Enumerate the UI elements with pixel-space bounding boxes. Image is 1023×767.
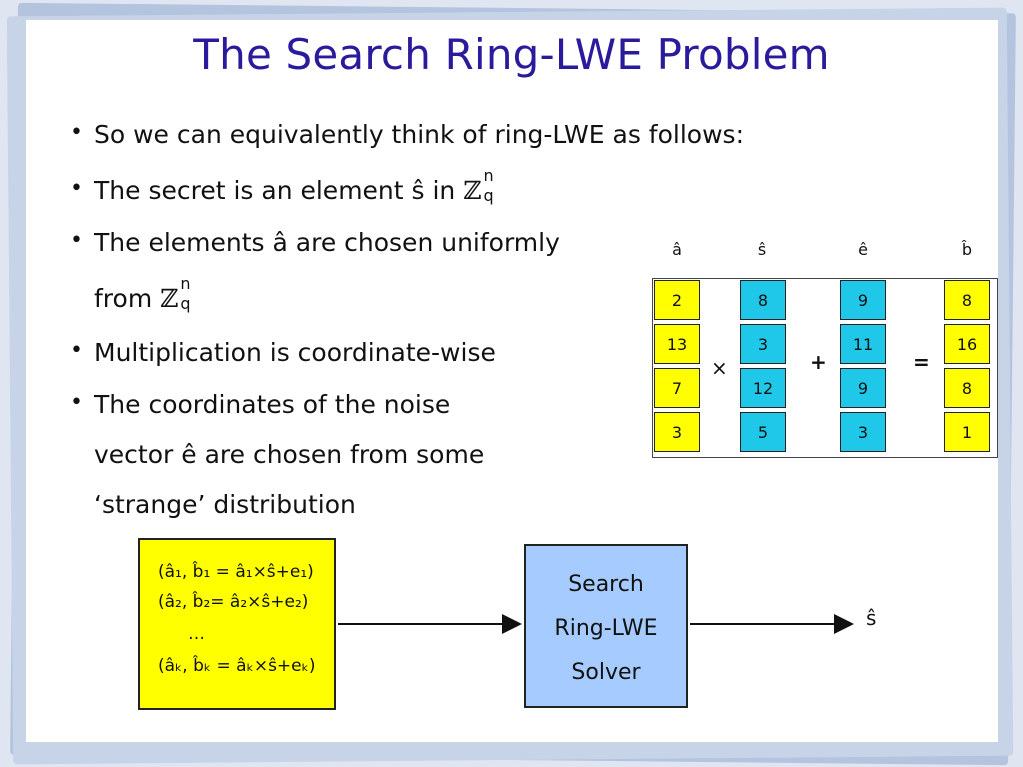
vector-e-label: ê	[858, 240, 868, 259]
vector-e-cell: 9	[840, 368, 886, 408]
vector-s-cell: 3	[740, 324, 786, 364]
times-operator: ×	[711, 356, 728, 380]
bullet-dot: •	[70, 120, 83, 145]
bullet-4-text: Multiplication is coordinate-wise	[94, 338, 496, 367]
sample-ellipsis: …	[188, 624, 205, 644]
bullet-3-from: from	[94, 284, 161, 313]
ring-symbol: ℤ	[463, 176, 482, 205]
bullet-3-text: The elements â are chosen uniformly	[94, 228, 560, 257]
vector-b-cell: 8	[944, 280, 990, 320]
equals-operator: =	[913, 350, 930, 374]
bullet-dot: •	[70, 228, 83, 253]
vector-b-cell: 8	[944, 368, 990, 408]
vector-b-cell: 1	[944, 412, 990, 452]
vector-a-label: â	[672, 240, 682, 259]
solver-box: Search Ring-LWE Solver	[524, 544, 688, 708]
bullet-2-prefix: The secret is an element ŝ in	[94, 176, 464, 205]
vector-a-cell: 3	[654, 412, 700, 452]
vector-a: 2 13 7 3	[654, 280, 700, 456]
vector-e: 9 11 9 3	[840, 280, 886, 456]
vector-s-label: ŝ	[757, 240, 767, 259]
output-secret-label: ŝ	[866, 606, 877, 630]
solver-line-3: Solver	[571, 660, 641, 685]
vector-s-cell: 8	[740, 280, 786, 320]
bullet-5-text: The coordinates of the noise	[94, 390, 451, 419]
vector-e-cell: 3	[840, 412, 886, 452]
ring-sup-n: n	[483, 166, 494, 185]
solver-line-1: Search	[568, 572, 644, 597]
bullet-dot: •	[70, 176, 83, 201]
vector-e-cell: 9	[840, 280, 886, 320]
vector-b-label: b̂	[961, 240, 973, 259]
sample-line-2: (â₂, b̂₂= â₂×ŝ+e₂)	[158, 592, 309, 612]
ring-sub-q: q	[483, 186, 494, 205]
vector-s-cell: 5	[740, 412, 786, 452]
slide-title: The Search Ring-LWE Problem	[193, 30, 830, 79]
bullet-5-line-2: vector ê are chosen from some	[94, 440, 485, 469]
ring-symbol: ℤ	[160, 284, 179, 313]
plus-operator: +	[810, 350, 827, 374]
sample-line-1: (â₁, b̂₁ = â₁×ŝ+e₁)	[158, 562, 314, 582]
sample-line-k: (âₖ, b̂ₖ = âₖ×ŝ+eₖ)	[158, 656, 316, 676]
vector-a-cell: 13	[654, 324, 700, 364]
vector-b: 8 16 8 1	[944, 280, 990, 456]
vector-e-cell: 11	[840, 324, 886, 364]
bullet-dot: •	[70, 338, 83, 363]
vector-b-cell: 16	[944, 324, 990, 364]
samples-box: (â₁, b̂₁ = â₁×ŝ+e₁) (â₂, b̂₂= â₂×ŝ…	[138, 538, 336, 710]
vector-s-cell: 12	[740, 368, 786, 408]
ring-sup-n: n	[180, 274, 191, 293]
vector-a-cell: 7	[654, 368, 700, 408]
vector-equation-box	[652, 278, 998, 458]
solver-line-2: Ring-LWE	[554, 616, 658, 641]
bullet-1-text: So we can equivalently think of ring-LWE…	[94, 120, 744, 149]
ring-sub-q: q	[180, 294, 191, 313]
bullet-dot: •	[70, 390, 83, 415]
vector-s: 8 3 12 5	[740, 280, 786, 456]
bullet-5-line-3: ‘strange’ distribution	[94, 490, 356, 519]
vector-a-cell: 2	[654, 280, 700, 320]
